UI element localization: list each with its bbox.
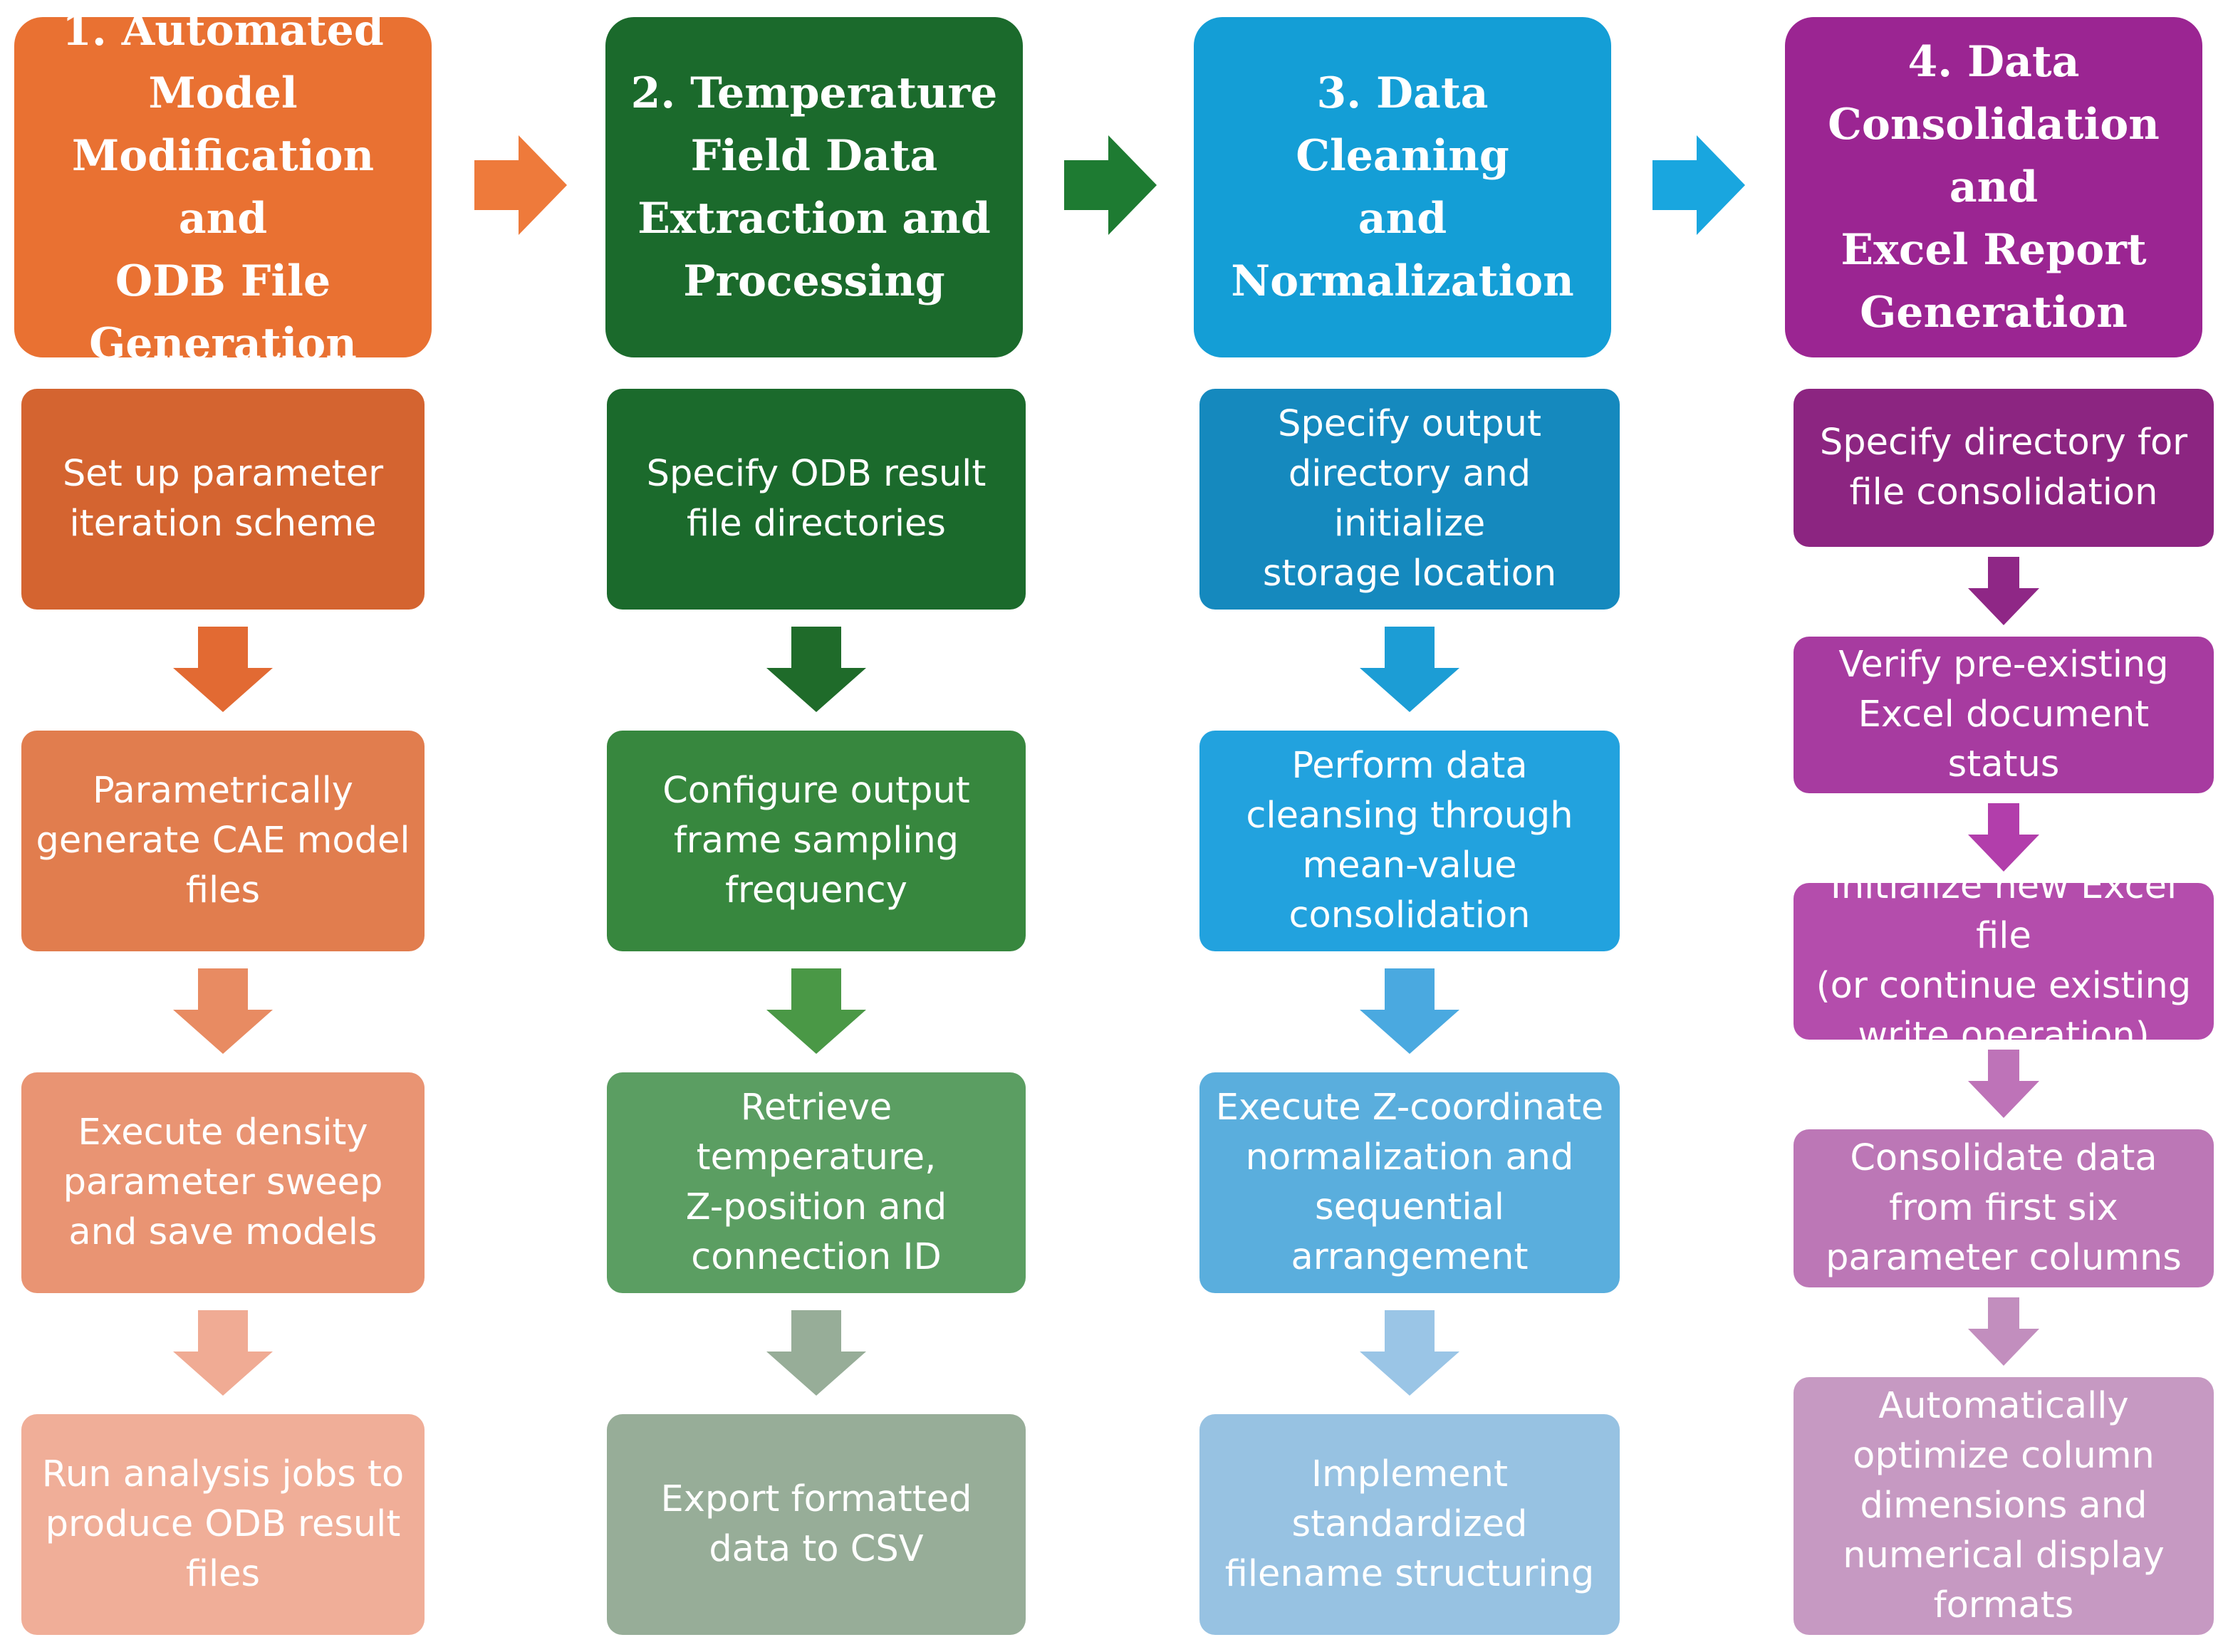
stage-4-step-4: Consolidate data from first six paramete… [1794,1129,2214,1287]
stage-4-header: 4. Data Consolidation and Excel Report G… [1785,17,2202,357]
stage-3-step-3: Execute Z-coordinate normalization and s… [1199,1072,1620,1293]
stage-4-down-arrow-2 [1968,803,2039,872]
stage-2-step-3-label: Retrieve temperature, Z-position and con… [685,1087,947,1278]
stage-3-step-1-label: Specify output directory and initialize … [1262,403,1557,595]
stage-2-step-2: Configure output frame sampling frequenc… [607,731,1026,951]
stage-3-down-arrow-2 [1360,968,1459,1054]
stage-1-step-2: Parametrically generate CAE model files [21,731,425,951]
stage-4-down-arrow-3 [1968,1050,2039,1118]
stage-1-step-2-label: Parametrically generate CAE model files [36,770,410,911]
stage-1-step-4: Run analysis jobs to produce ODB result … [21,1414,425,1635]
stage-4-step-4-label: Consolidate data from first six paramete… [1826,1137,2182,1279]
stage-2-step-1: Specify ODB result file directories [607,389,1026,610]
stage-3-step-2: Perform data cleansing through mean-valu… [1199,731,1620,951]
stage-1-step-1-label: Set up parameter iteration scheme [62,453,384,545]
stage-3-step-3-label: Execute Z-coordinate normalization and s… [1215,1087,1604,1278]
stage-4-step-2: Verify pre-existing Excel document statu… [1794,637,2214,793]
stage-1-header: 1. Automated Model Modification and ODB … [14,6,432,369]
stage-3-header: 3. Data Cleaning and Normalization [1194,17,1611,357]
stage-2-step-2-label: Configure output frame sampling frequenc… [662,770,970,911]
stage-2-title: 2. Temperature Field Data Extraction and… [630,68,998,306]
stage-4-step-3-label: Initialize new Excel file (or continue e… [1816,865,2192,1057]
stage-4-down-arrow-4 [1968,1297,2039,1366]
stage-3-step-2-label: Perform data cleansing through mean-valu… [1246,745,1573,936]
stage-1-down-arrow-3 [173,1310,273,1396]
stage-1-step-4-label: Run analysis jobs to produce ODB result … [41,1453,405,1595]
stage-4-step-1: Specify directory for file consolidation [1794,389,2214,547]
stage-4-step-5: Automatically optimize column dimensions… [1794,1377,2214,1635]
stage-2-step-4: Export formatted data to CSV [607,1414,1026,1635]
stage-3-title: 3. Data Cleaning and Normalization [1231,68,1574,306]
stage-1-step-1: Set up parameter iteration scheme [21,389,425,610]
stage-2-to-3-arrow [1064,135,1157,235]
stage-1-step-3: Execute density parameter sweep and save… [21,1072,425,1293]
stage-2-header: 2. Temperature Field Data Extraction and… [605,17,1023,357]
stage-2-step-3: Retrieve temperature, Z-position and con… [607,1072,1026,1293]
stage-1-title: 1. Automated Model Modification and ODB … [62,6,384,369]
stage-3-step-4: Implement standardized filename structur… [1199,1414,1620,1635]
stage-2-down-arrow-3 [766,1310,866,1396]
stage-1-down-arrow-1 [173,627,273,712]
stage-2-down-arrow-2 [766,968,866,1054]
stage-3-to-4-arrow [1652,135,1745,235]
stage-1-to-2-arrow [474,135,567,235]
stage-2-step-1-label: Specify ODB result file directories [646,453,987,545]
stage-3-down-arrow-1 [1360,627,1459,712]
stage-4-step-3: Initialize new Excel file (or continue e… [1794,865,2214,1057]
stage-2-down-arrow-1 [766,627,866,712]
stage-4-step-5-label: Automatically optimize column dimensions… [1843,1385,2165,1626]
stage-4-down-arrow-1 [1968,557,2039,625]
stage-4-step-2-label: Verify pre-existing Excel document statu… [1838,644,2169,785]
stage-2-step-4-label: Export formatted data to CSV [660,1478,972,1570]
stage-1-step-3-label: Execute density parameter sweep and save… [63,1112,383,1253]
stage-1-down-arrow-2 [173,968,273,1054]
stage-4-step-1-label: Specify directory for file consolidation [1819,422,2188,513]
stage-3-step-1: Specify output directory and initialize … [1199,389,1620,610]
stage-3-down-arrow-3 [1360,1310,1459,1396]
stage-4-title: 4. Data Consolidation and Excel Report G… [1828,37,2160,338]
stage-3-step-4-label: Implement standardized filename structur… [1224,1453,1595,1595]
